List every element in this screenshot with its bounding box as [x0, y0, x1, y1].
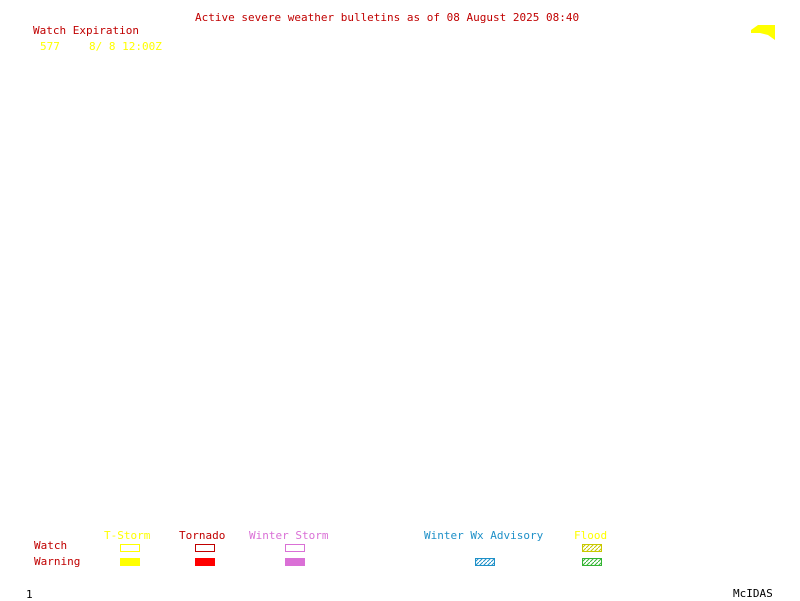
frame-number: 1	[26, 588, 33, 601]
mcidas-label: McIDAS	[733, 587, 773, 600]
tornado-warning-swatch	[195, 558, 215, 566]
legend-row-warning: Warning	[34, 555, 81, 568]
legend-label-winter-storm: Winter Storm	[249, 529, 329, 542]
flood-watch-swatch	[582, 544, 602, 552]
flood-warning-swatch	[582, 558, 602, 566]
watch-number: 577	[40, 40, 60, 53]
winter-storm-warning-swatch	[285, 558, 305, 566]
watch-expiration-heading: Watch Expiration	[33, 24, 139, 37]
winter-storm-watch-swatch	[285, 544, 305, 552]
legend-label-winter-wx-advisory: Winter Wx Advisory	[424, 529, 544, 542]
legend-label-tornado: Tornado	[179, 529, 226, 542]
watch-area-polygon	[751, 25, 775, 40]
legend-label-tstorm: T-Storm	[104, 529, 151, 542]
winter-wx-advisory-swatch	[475, 558, 495, 566]
bulletin-title: Active severe weather bulletins as of 08…	[195, 11, 580, 24]
tstorm-watch-swatch	[120, 544, 140, 552]
watch-expiration-time: 8/ 8 12:00Z	[89, 40, 162, 53]
tornado-watch-swatch	[195, 544, 215, 552]
legend-label-flood: Flood	[574, 529, 608, 542]
legend-row-watch: Watch	[34, 539, 68, 552]
tstorm-warning-swatch	[120, 558, 140, 566]
